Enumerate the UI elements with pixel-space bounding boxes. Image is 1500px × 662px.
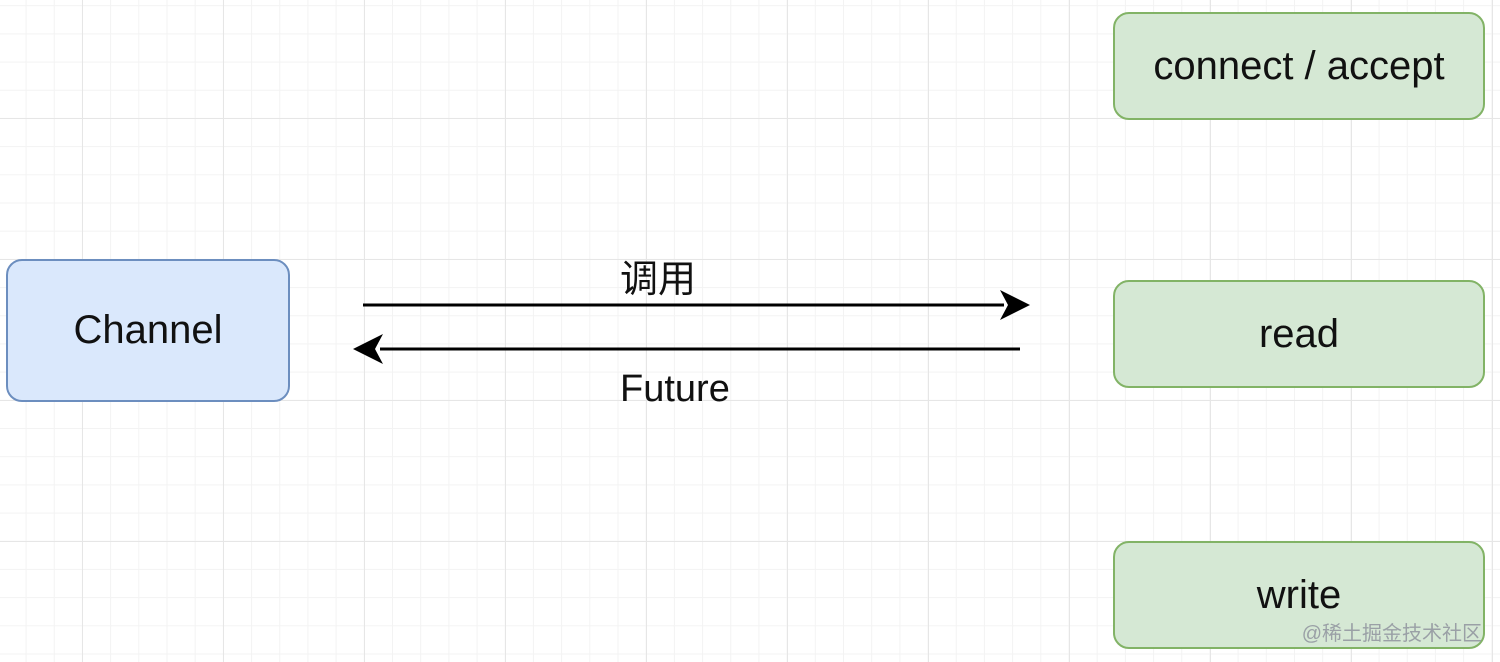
call-edge-label: 调用 — [620, 259, 697, 301]
future-arrow-head — [353, 334, 383, 364]
future-edge-label: Future — [620, 368, 730, 410]
call-arrow-head — [1000, 290, 1030, 320]
write-node-label: write — [1256, 572, 1342, 617]
read-node[interactable]: read — [1113, 280, 1485, 388]
channel-node[interactable]: Channel — [6, 259, 290, 402]
read-node-label: read — [1258, 311, 1340, 356]
connect-accept-node[interactable]: connect / accept — [1113, 12, 1485, 120]
write-node[interactable]: write — [1113, 541, 1485, 649]
channel-node-label: Channel — [73, 308, 223, 352]
connect-accept-node-label: connect / accept — [1153, 43, 1445, 88]
watermark: @稀土掘金技术社区 — [1301, 623, 1482, 645]
